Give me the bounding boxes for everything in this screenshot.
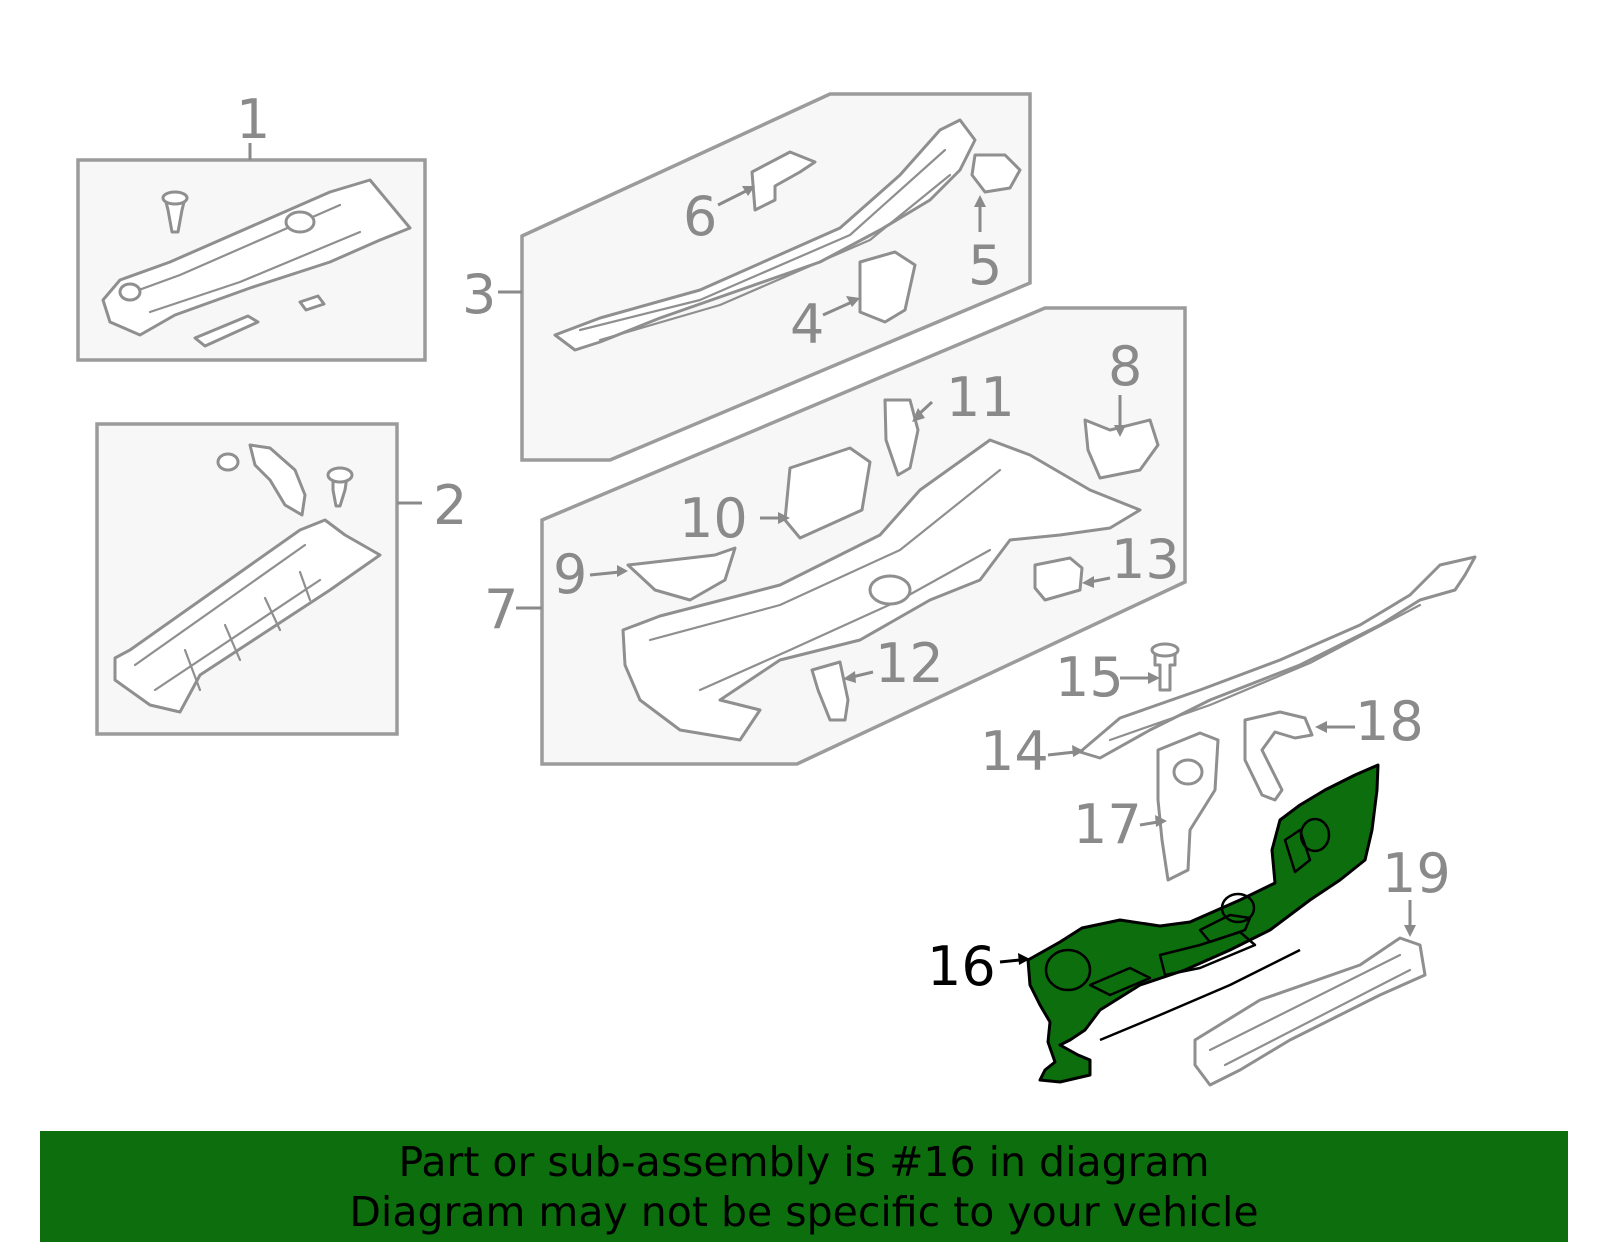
group-box-1 xyxy=(76,143,427,362)
group-box-7 xyxy=(516,306,1187,766)
callout-6: 6 xyxy=(683,185,717,248)
banner-line-2: Diagram may not be specific to your vehi… xyxy=(349,1187,1259,1236)
callout-5: 5 xyxy=(968,234,1002,297)
callout-7: 7 xyxy=(484,578,518,641)
callout-1: 1 xyxy=(236,88,270,151)
callout-2: 2 xyxy=(433,474,467,537)
callout-3: 3 xyxy=(462,263,496,326)
callout-9: 9 xyxy=(553,543,587,606)
callout-14: 14 xyxy=(980,720,1049,783)
callout-19: 19 xyxy=(1382,842,1451,905)
callout-13: 13 xyxy=(1111,528,1180,591)
info-banner: Part or sub-assembly is #16 in diagram D… xyxy=(40,1131,1568,1242)
callout-8: 8 xyxy=(1108,335,1142,398)
group-box-3 xyxy=(498,92,1032,462)
callout-17: 17 xyxy=(1073,793,1142,856)
banner-line-1: Part or sub-assembly is #16 in diagram xyxy=(398,1137,1210,1186)
callout-12: 12 xyxy=(875,632,944,695)
callout-10: 10 xyxy=(679,487,748,550)
callout-18: 18 xyxy=(1355,690,1424,753)
callout-labels: 1 2 3 4 5 6 7 8 9 10 11 12 13 14 15 16 1… xyxy=(236,88,1451,998)
group-box-2 xyxy=(95,422,422,736)
callout-15: 15 xyxy=(1055,646,1124,709)
loose-parts xyxy=(1078,555,1477,1087)
callout-16: 16 xyxy=(927,935,996,998)
callout-4: 4 xyxy=(790,293,824,356)
dash-panel-part-16[interactable] xyxy=(1026,763,1380,1084)
callout-11: 11 xyxy=(946,366,1015,429)
leader-arrows xyxy=(589,186,1416,965)
